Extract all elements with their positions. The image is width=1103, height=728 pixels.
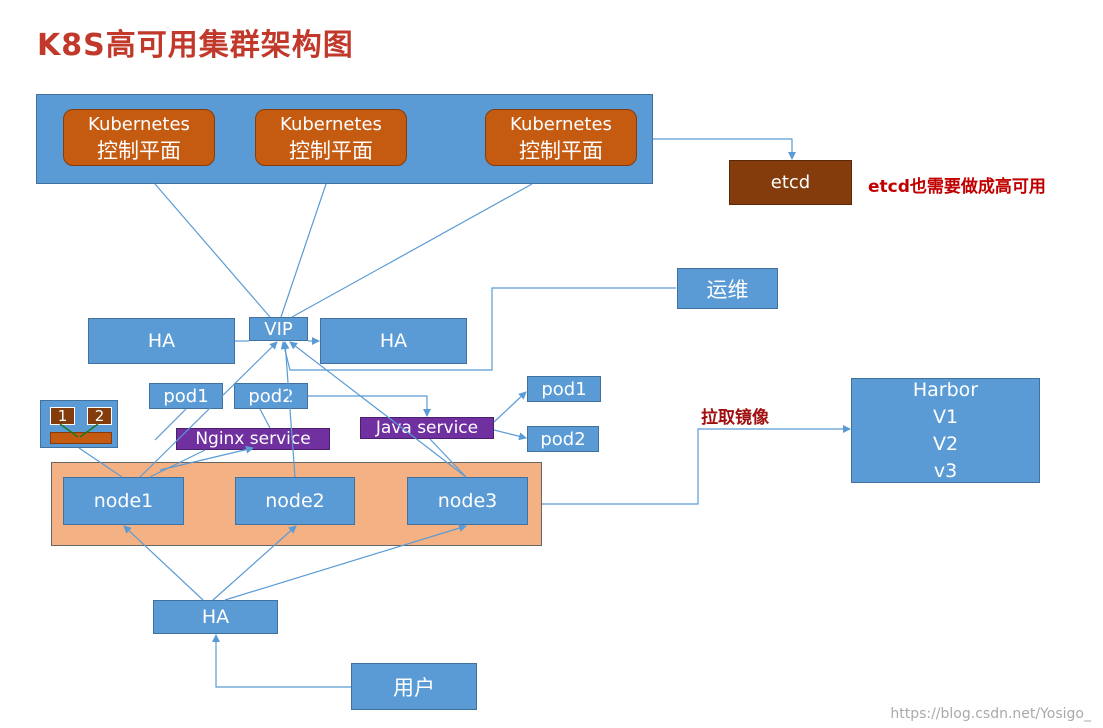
line-node2-vip	[281, 341, 296, 478]
mini-service-bar	[50, 432, 112, 444]
ha-bottom: HA	[153, 600, 278, 634]
control-plane-2: Kubernetes 控制平面	[255, 109, 407, 166]
ha-right: HA	[320, 318, 467, 364]
line-cp-etcd	[653, 138, 796, 160]
ha-left: HA	[88, 318, 235, 364]
mini-pod-1: 1	[50, 407, 75, 425]
node1: node1	[63, 477, 184, 525]
node3: node3	[407, 477, 528, 525]
control-plane-1: Kubernetes 控制平面	[63, 109, 215, 166]
ops-box: 运维	[677, 268, 778, 309]
pod1-nginx: pod1	[149, 383, 223, 409]
control-plane-2-name: Kubernetes	[280, 113, 382, 135]
control-plane-3-label: 控制平面	[519, 138, 603, 163]
harbor-v3: v3	[933, 459, 958, 482]
nginx-service: Nginx service	[176, 428, 330, 450]
pod2-java: pod2	[527, 426, 599, 452]
harbor-v2: V2	[932, 432, 959, 455]
pod2-nginx: pod2	[234, 383, 308, 409]
harbor-title: Harbor	[912, 378, 979, 401]
line-cp1-vip	[154, 183, 271, 318]
page-title: K8S高可用集群架构图	[37, 28, 354, 63]
line-java-pod2	[493, 429, 527, 441]
mini-pod-2: 2	[87, 407, 112, 425]
line-user-ha	[212, 634, 351, 688]
node2: node2	[235, 477, 355, 525]
control-plane-1-label: 控制平面	[97, 138, 181, 163]
mini-pod-group: 1 2	[40, 400, 118, 448]
etcd-note: etcd也需要做成高可用	[868, 177, 1046, 197]
control-plane-3: Kubernetes 控制平面	[485, 109, 637, 166]
line-java-pod1	[493, 391, 527, 423]
etcd-box: etcd	[729, 160, 852, 205]
control-plane-1-name: Kubernetes	[88, 113, 190, 135]
control-plane-3-name: Kubernetes	[510, 113, 612, 135]
watermark: https://blog.csdn.net/Yosigo_	[890, 706, 1091, 722]
pod1-java: pod1	[527, 376, 601, 402]
vip-box: VIP	[249, 317, 308, 341]
harbor-v1: V1	[932, 405, 959, 428]
control-plane-2-label: 控制平面	[289, 138, 373, 163]
line-cp2-vip	[280, 183, 327, 318]
harbor-registry: Harbor V1 V2 v3	[851, 378, 1040, 483]
java-service: Java service	[360, 417, 494, 439]
line-pod2-nginx	[259, 408, 271, 429]
pull-image-label: 拉取镜像	[701, 408, 769, 428]
line-cp3-vip	[291, 183, 533, 318]
line-pod2-java	[308, 395, 431, 417]
user-box: 用户	[351, 663, 477, 710]
